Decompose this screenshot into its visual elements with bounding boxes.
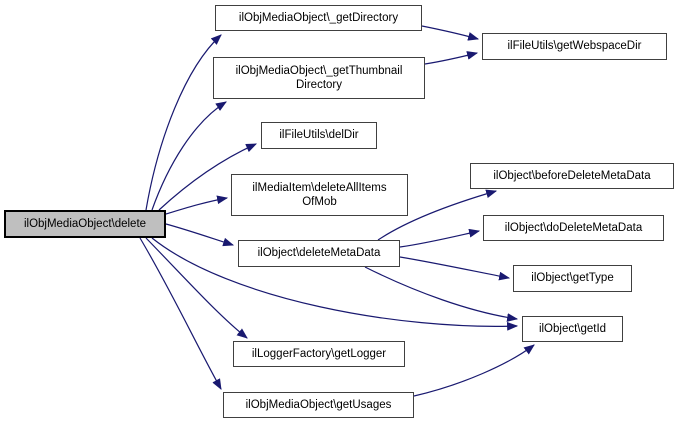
edge-get-directory-to-get-webspace-dir [421, 25, 480, 41]
node-illoggerfactory-get-logger[interactable]: ilLoggerFactory\getLogger [233, 341, 405, 367]
node-ilfileutils-get-webspace-dir[interactable]: ilFileUtils\getWebspaceDir [482, 33, 667, 60]
edge-delete-meta-data-to-do-delete-meta-data [399, 228, 481, 248]
node-ilobject-get-id[interactable]: ilObject\getId [522, 316, 623, 342]
node-ilobjmediaobject-get-directory[interactable]: ilObjMediaObject\_getDirectory [215, 5, 422, 31]
edge-delete-to-del-dir [158, 143, 258, 211]
edge-get-usages-to-get-id [413, 344, 535, 397]
edge-get-thumbnail-directory-to-get-webspace-dir [424, 51, 479, 65]
edge-delete-to-get-logger [145, 237, 248, 339]
edge-delete-meta-data-to-get-type [399, 256, 511, 281]
node-ilobjmediaobject-get-usages[interactable]: ilObjMediaObject\getUsages [223, 392, 414, 418]
edge-delete-meta-data-to-before-delete-meta-data [377, 189, 498, 241]
edge-delete-to-get-usages [139, 237, 222, 390]
node-ilobject-delete-meta-data[interactable]: ilObject\deleteMetaData [238, 240, 400, 267]
edge-delete-meta-data-to-get-id [364, 266, 519, 322]
edge-delete-to-get-directory [145, 34, 222, 211]
node-ilobjmediaobject-get-thumbnail-directory[interactable]: ilObjMediaObject\_getThumbnail Directory [213, 57, 425, 99]
edge-delete-to-get-id [151, 237, 519, 331]
edge-delete-to-delete-meta-data [165, 223, 235, 247]
node-ilobjmediaobject-delete[interactable]: ilObjMediaObject\delete [4, 210, 166, 238]
node-ilobject-get-type[interactable]: ilObject\getType [513, 265, 632, 292]
node-ilobject-before-delete-meta-data[interactable]: ilObject\beforeDeleteMetaData [470, 163, 674, 189]
edge-delete-to-get-thumbnail-directory [151, 101, 227, 211]
node-ilobject-do-delete-meta-data[interactable]: ilObject\doDeleteMetaData [483, 215, 664, 241]
node-ilfileutils-del-dir[interactable]: ilFileUtils\delDir [261, 122, 377, 149]
node-ilmediaitem-delete-all-items-of-mob[interactable]: ilMediaItem\deleteAllItems OfMob [231, 174, 408, 216]
edge-delete-to-delete-all-items-of-mob [165, 195, 229, 215]
